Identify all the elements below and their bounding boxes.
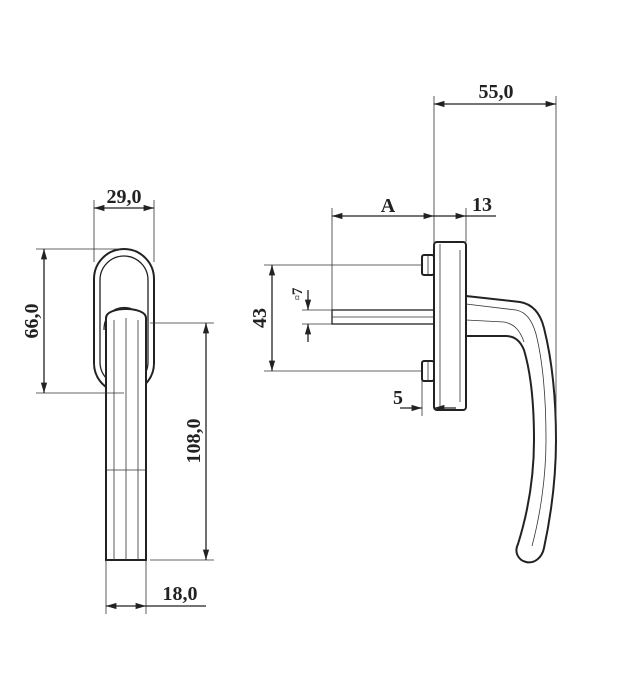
dim-front-grip-width: 18,0 [163, 583, 198, 605]
front-view: 29,0 66,0 108,0 18,0 [21, 186, 214, 614]
dim-front-handle-length: 108,0 [183, 419, 205, 464]
dim-side-screw-protrusion: 5 [393, 387, 403, 409]
side-lever [465, 294, 558, 564]
dim-side-rose-depth: 13 [472, 194, 492, 216]
dim-side-depth: 55,0 [479, 81, 514, 103]
dim-side-screw-spacing: 43 [249, 308, 271, 328]
side-base-plate [433, 241, 467, 411]
side-view: 55,0 A 13 43 ▫7 5 [249, 81, 558, 564]
dim-front-width: 29,0 [107, 186, 142, 208]
dim-front-rose-height: 66,0 [21, 304, 43, 339]
dim-side-spindle: A [381, 195, 396, 217]
dim-side-square: ▫7 [290, 287, 306, 300]
